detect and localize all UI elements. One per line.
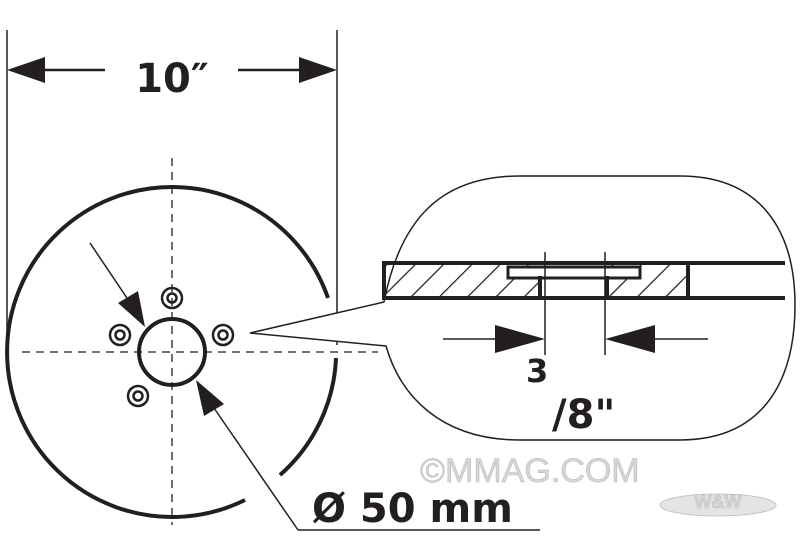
arbor-hole [137, 317, 207, 387]
detail-callout-bubble [249, 175, 796, 441]
arbor-arrowhead-left [495, 325, 545, 353]
blade-outline-arc [5, 184, 330, 519]
hub-diameter-label: Ø 50 mm [312, 486, 513, 532]
svg-text:W&W: W&W [695, 492, 742, 512]
hub-arrowhead-lower [196, 380, 224, 416]
bolt-holes [108, 286, 235, 408]
arbor-label-numerator: 3 [526, 352, 548, 390]
arbor-label-denominator: /8" [552, 392, 615, 438]
diameter-label: 10″ [135, 56, 209, 102]
blade-cross-section [382, 261, 785, 300]
arrowhead-left [7, 57, 45, 83]
watermark-logo: W&W [659, 492, 777, 517]
arrowhead-right [299, 57, 337, 83]
blade-outline-arc-segment [278, 357, 338, 477]
hub-arrowhead-upper [118, 291, 145, 327]
arbor-arrowhead-right [605, 325, 655, 353]
hub-leader-lower [204, 394, 299, 531]
watermark-text: ©MMAG.COM [420, 452, 640, 490]
